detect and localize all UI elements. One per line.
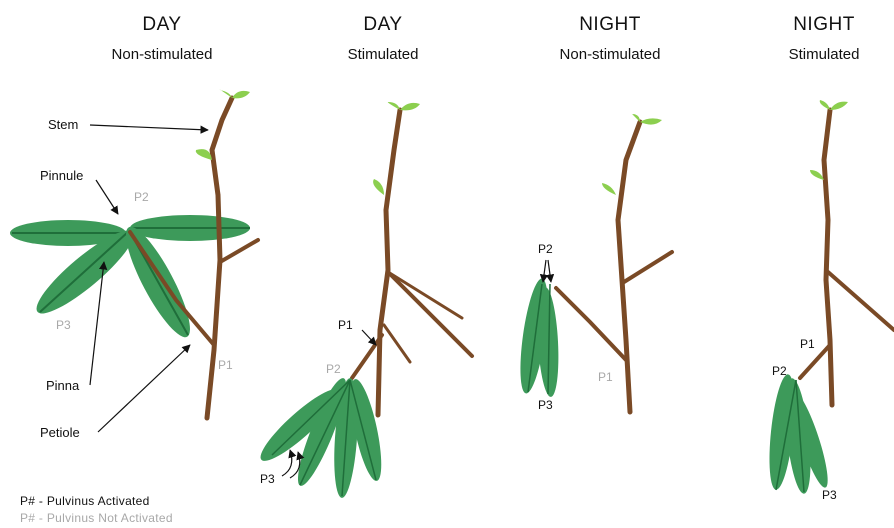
p3-label-night-nonstim: P3 [538, 398, 553, 412]
panel-header-day-stimulated: DAY Stimulated [283, 14, 483, 65]
p2-label-night-nonstim: P2 [538, 242, 553, 256]
p3-label-night-stim: P3 [822, 488, 837, 502]
panel-subtitle: Non-stimulated [62, 45, 262, 65]
pinnule-label: Pinnule [40, 168, 83, 183]
p2-label-day-stim: P2 [326, 362, 341, 376]
pinna-horizontal-right [130, 215, 250, 241]
panel-header-night-stimulated: NIGHT Stimulated [724, 14, 894, 65]
p2-label-day-nonstim: P2 [134, 190, 149, 204]
side-branch-3 [384, 325, 410, 362]
panel-title: DAY [62, 14, 262, 36]
plant-day-stimulated [253, 102, 472, 499]
plant-night-nonstimulated [515, 114, 672, 412]
top-bud [220, 90, 250, 99]
side-branch [624, 252, 672, 282]
p3-label-day-stim: P3 [260, 472, 275, 486]
petiole-label: Petiole [40, 425, 80, 440]
panel-title: DAY [283, 14, 483, 36]
pinnule-pointer [96, 180, 118, 214]
legend-activated: P# - Pulvinus Activated [20, 494, 150, 508]
top-bud [820, 100, 848, 110]
legend-not-activated: P# - Pulvinus Not Activated [20, 511, 173, 525]
drooped-closed-pinnae [765, 373, 834, 495]
panel-subtitle: Non-stimulated [510, 45, 710, 65]
side-branch [220, 240, 258, 262]
side-bud [373, 179, 384, 195]
p1-label-day-stim: P1 [338, 318, 353, 332]
panel-title: NIGHT [510, 14, 710, 36]
p1-label-night-nonstim: P1 [598, 370, 613, 384]
panel-header-night-nonstimulated: NIGHT Non-stimulated [510, 14, 710, 65]
p2-label-night-stim: P2 [772, 364, 787, 378]
stem [378, 110, 400, 415]
side-branch [828, 272, 894, 330]
panel-header-day-nonstimulated: DAY Non-stimulated [62, 14, 262, 65]
p2-arrow-right [548, 260, 551, 282]
panel-subtitle: Stimulated [724, 45, 894, 65]
p3-curve-arrow [282, 450, 292, 476]
top-bud [388, 102, 420, 110]
stem [824, 110, 832, 405]
petiole [556, 288, 626, 360]
panel-subtitle: Stimulated [283, 45, 483, 65]
p3-label-day-nonstim: P3 [56, 318, 71, 332]
closed-pinnae [515, 277, 561, 397]
stem [618, 122, 640, 412]
side-bud [810, 170, 824, 180]
p2-arrow-left [543, 260, 546, 282]
p1-label-day-nonstim: P1 [218, 358, 233, 372]
panel-title: NIGHT [724, 14, 894, 36]
side-bud [602, 183, 616, 195]
petiole-pointer [98, 345, 190, 432]
p1-label-night-stim: P1 [800, 337, 815, 351]
stem-label: Stem [48, 117, 78, 132]
side-branch [388, 272, 472, 356]
stem-pointer [90, 125, 208, 130]
top-bud [632, 114, 662, 125]
plant-night-stimulated [765, 100, 894, 495]
side-bud [196, 149, 212, 160]
pinna-label: Pinna [46, 378, 79, 393]
p1-arrow [362, 330, 376, 345]
